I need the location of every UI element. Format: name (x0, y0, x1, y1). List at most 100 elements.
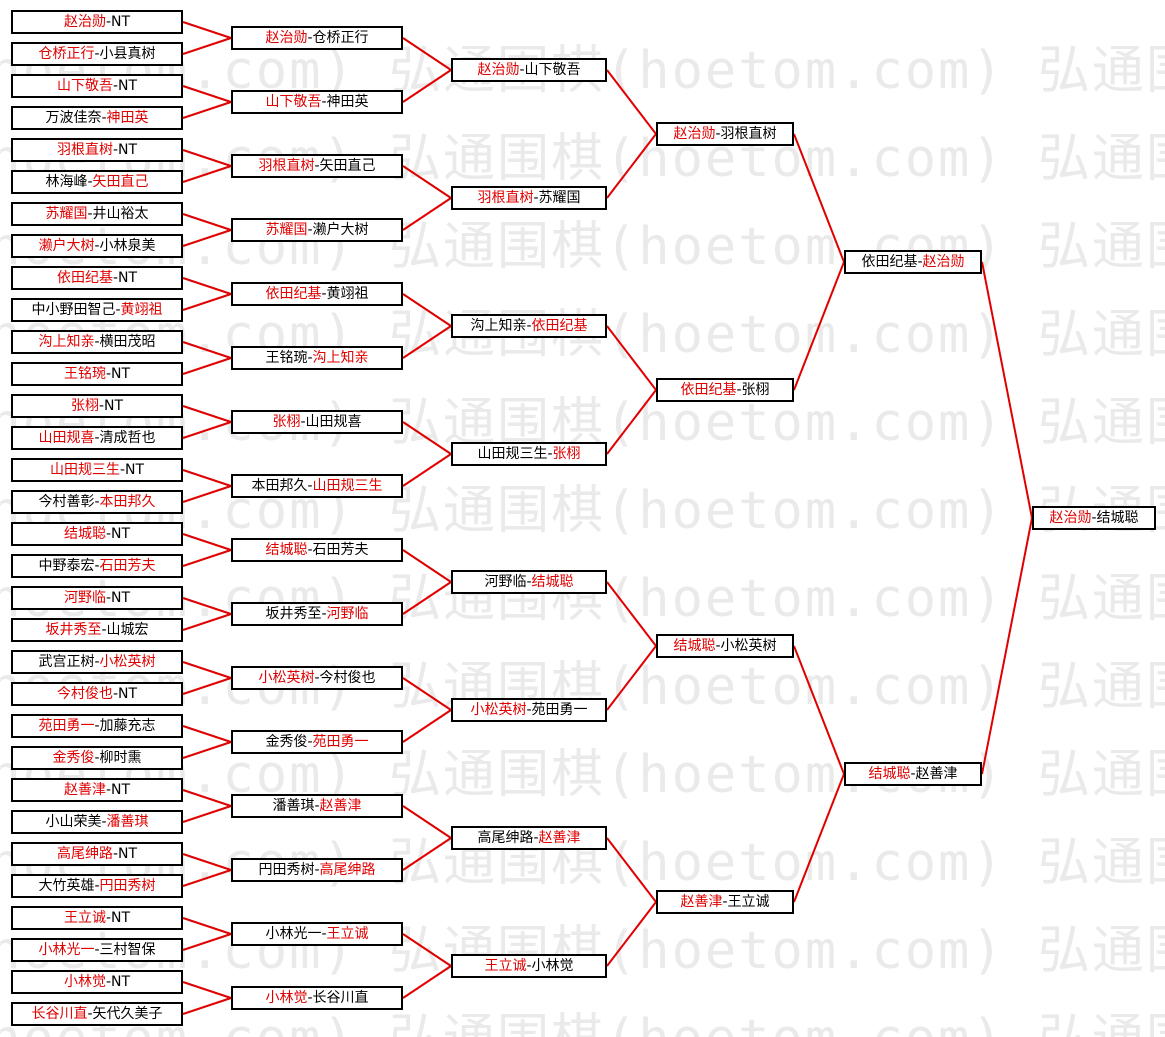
player-name: 潘善琪 (106, 814, 149, 830)
player-name: 小林觉 (63, 974, 106, 990)
separator: - (736, 382, 742, 398)
match-box-r3: 高尾绅路-赵善津 (451, 826, 607, 850)
match-box-r2: 坂井秀至-河野临 (231, 602, 403, 626)
player-name: 矢田直己 (92, 174, 149, 190)
player-name: 赵善津 (63, 782, 106, 798)
separator: - (526, 318, 532, 334)
match-box-r1: 武宫正树-小松英树 (11, 650, 183, 674)
match-box-r2: 小林光一-王立诚 (231, 922, 403, 946)
separator: - (94, 750, 100, 766)
separator: - (715, 638, 721, 654)
player-name: 结城聪 (673, 638, 716, 654)
connector-line (402, 933, 452, 967)
match-box-r1: 山下敬吾-NT (11, 74, 183, 98)
separator: - (314, 862, 320, 878)
match-box-r2: 山下敬吾-神田英 (231, 90, 403, 114)
player-name: NT (111, 14, 131, 30)
separator: - (300, 414, 306, 430)
match-box-r3: 山田规三生-张栩 (451, 442, 607, 466)
connector-line (182, 357, 232, 375)
connector-line (182, 933, 232, 951)
player-name: NT (118, 142, 138, 158)
player-name: 羽根直树 (258, 158, 315, 174)
connector-line (182, 469, 232, 487)
connector-line (182, 917, 232, 935)
connector-line (182, 21, 232, 39)
player-name: 山下敬吾 (524, 62, 581, 78)
player-name: NT (111, 590, 131, 606)
connector-line (182, 277, 232, 295)
player-name: 小山荣美 (45, 814, 102, 830)
player-name: 小林觉 (265, 990, 308, 1006)
match-box-r1: 长谷川直-矢代久美子 (11, 1002, 183, 1026)
match-box-r1: 今村善彰-本田邦久 (11, 490, 183, 514)
player-name: NT (104, 398, 124, 414)
connector-line (182, 293, 232, 311)
player-name: 小林觉 (531, 958, 574, 974)
separator: - (119, 462, 126, 478)
player-name: 王立诚 (484, 958, 527, 974)
match-box-r1: 高尾绅路-NT (11, 842, 183, 866)
connector-line (182, 661, 232, 679)
separator: - (526, 958, 532, 974)
match-box-r2: 本田邦久-山田规三生 (231, 474, 403, 498)
player-name: 今村俊也 (56, 686, 113, 702)
match-box-r1: 河野临-NT (11, 586, 183, 610)
match-box-r1: 依田纪基-NT (11, 266, 183, 290)
player-name: 小林光一 (38, 942, 95, 958)
player-name: 清成哲也 (99, 430, 156, 446)
separator: - (94, 430, 100, 446)
player-name: 濑户大树 (38, 238, 95, 254)
separator: - (1091, 510, 1097, 526)
separator: - (533, 830, 539, 846)
separator: - (314, 158, 320, 174)
separator: - (101, 110, 107, 126)
match-box-r2: 苏耀国-濑户大树 (231, 218, 403, 242)
connector-line (402, 709, 452, 743)
player-name: 赵治勋 (922, 254, 965, 270)
connector-line (182, 853, 232, 871)
separator: - (112, 142, 119, 158)
player-name: 小松英树 (99, 654, 156, 670)
separator: - (910, 766, 916, 782)
player-name: NT (111, 366, 131, 382)
connector-line (402, 293, 452, 327)
connector-line (182, 981, 232, 999)
player-name: 石田芳夫 (312, 542, 369, 558)
player-name: 依田纪基 (680, 382, 737, 398)
separator: - (94, 878, 100, 894)
player-name: 仓桥正行 (312, 30, 369, 46)
connector-line (402, 837, 452, 871)
connector-line (793, 133, 845, 263)
separator: - (307, 734, 313, 750)
connector-line (182, 405, 232, 423)
match-box-r3: 王立诚-小林觉 (451, 954, 607, 978)
player-name: 赵善津 (319, 798, 362, 814)
match-box-r1: 苑田勇一-加藤充志 (11, 714, 183, 738)
separator: - (105, 910, 112, 926)
match-box-r1: 王铭琬-NT (11, 362, 183, 386)
separator: - (722, 894, 728, 910)
separator: - (307, 350, 313, 366)
match-box-r1: 苏耀国-井山裕太 (11, 202, 183, 226)
match-box-r1: 今村俊也-NT (11, 682, 183, 706)
player-name: 横田茂昭 (99, 334, 156, 350)
match-box-r6: 赵治勋-结城聪 (1032, 506, 1156, 530)
player-name: 赵善津 (538, 830, 581, 846)
connector-line (402, 549, 452, 583)
separator: - (519, 62, 525, 78)
connector-line (793, 261, 845, 391)
connector-line (182, 165, 232, 183)
player-name: 王立诚 (326, 926, 369, 942)
player-name: 山田规喜 (38, 430, 95, 446)
connector-line (182, 789, 232, 807)
match-box-r2: 王铭琬-沟上知亲 (231, 346, 403, 370)
separator: - (87, 174, 93, 190)
player-name: NT (125, 462, 145, 478)
player-name: 中野泰宏 (38, 558, 95, 574)
match-box-r3: 河野临-结城聪 (451, 570, 607, 594)
match-box-r4: 依田纪基-张栩 (656, 378, 794, 402)
match-box-r3: 羽根直树-苏耀国 (451, 186, 607, 210)
